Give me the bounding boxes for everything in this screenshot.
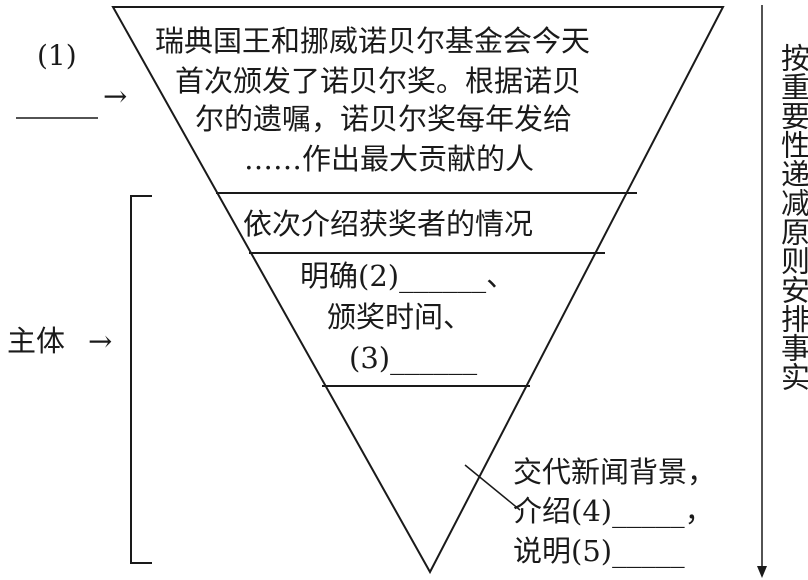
inverted-triangle — [111, 6, 725, 575]
section3-line-2: 颁奖时间、 — [327, 300, 473, 334]
section3-line-3: (3)______ — [349, 341, 478, 375]
pointer-line — [464, 464, 521, 511]
arrow-to-lead: → — [103, 79, 128, 113]
lead-line-2: 首次颁发了诺贝尔奖。根据诺贝 — [175, 64, 582, 98]
blank-label-1: (1) — [37, 39, 77, 72]
lead-line-4: ……作出最大贡献的人 — [244, 142, 535, 176]
section3-line-1: 明确(2)______、 — [300, 259, 516, 293]
lead-line-3: 尔的遗嘱，诺贝尔奖每年发给 — [195, 102, 573, 136]
body-bracket — [130, 195, 152, 564]
arrow-to-body: → — [88, 324, 113, 358]
section4-line-3: 说明(5)_____ — [513, 534, 685, 568]
side-note: 按重要性递减原则安排事实 — [776, 43, 808, 391]
section2-text: 依次介绍获奖者的情况 — [243, 207, 534, 241]
side-arrow-head — [757, 566, 767, 578]
lead-line-1: 瑞典国王和挪威诺贝尔基金会今天 — [155, 24, 591, 58]
section4-line-2: 介绍(4)_____， — [513, 494, 714, 528]
body-label: 主体 — [7, 324, 66, 358]
section4-line-1: 交代新闻背景， — [513, 455, 717, 489]
